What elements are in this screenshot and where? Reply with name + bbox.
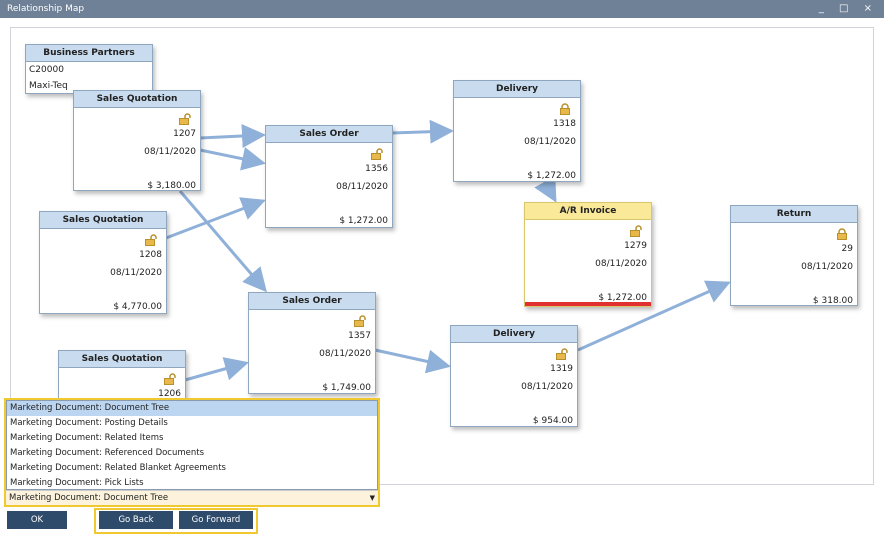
doc-amount: $ 3,180.00	[147, 181, 196, 191]
node-title: Delivery	[451, 326, 577, 343]
bp-code: C20000	[29, 65, 64, 75]
doc-date: 08/11/2020	[524, 137, 576, 147]
lock-closed-icon	[559, 103, 571, 115]
doc-date: 08/11/2020	[319, 349, 371, 359]
node-title: Sales Order	[266, 126, 392, 143]
node-title: Sales Quotation	[40, 212, 166, 229]
menu-item-pick-lists[interactable]: Marketing Document: Pick Lists	[10, 478, 144, 488]
doc-date: 08/11/2020	[144, 147, 196, 157]
go-forward-button[interactable]: Go Forward	[179, 511, 253, 529]
node-title: Delivery	[454, 81, 580, 98]
menu-item-related-items[interactable]: Marketing Document: Related Items	[10, 433, 164, 443]
lock-open-icon	[371, 148, 383, 160]
arrow-sq1206-so1357	[184, 357, 249, 382]
doc-amount: $ 1,272.00	[339, 216, 388, 226]
doc-amount: $ 954.00	[532, 416, 573, 426]
status-bar	[525, 302, 651, 306]
doc-date: 08/11/2020	[521, 382, 573, 392]
node-ret29[interactable]: Return 29 08/11/2020 $ 318.00	[730, 205, 858, 306]
lock-open-icon	[145, 234, 157, 246]
doc-date: 08/11/2020	[336, 182, 388, 192]
doc-number: 29	[841, 244, 853, 254]
chevron-down-icon[interactable]: ▼	[369, 494, 375, 502]
doc-date: 08/11/2020	[110, 268, 162, 278]
go-back-button[interactable]: Go Back	[99, 511, 173, 529]
arrow-sq1208-so1356	[165, 197, 266, 240]
node-dl1319[interactable]: Delivery 1319 08/11/2020 $ 954.00	[450, 325, 578, 427]
arrow-so1357-dl1319	[374, 348, 451, 374]
doc-number: 1319	[550, 364, 573, 374]
bp-name: Maxi-Teq	[29, 81, 68, 91]
doc-amount: $ 318.00	[812, 296, 853, 306]
doc-number: 1206	[158, 389, 181, 399]
node-inv1279[interactable]: A/R Invoice 1279 08/11/2020 $ 1,272.00	[524, 202, 652, 307]
node-dl1318[interactable]: Delivery 1318 08/11/2020 $ 1,272.00	[453, 80, 581, 182]
menu-item-related-blanket-agreements[interactable]: Marketing Document: Related Blanket Agre…	[10, 463, 226, 473]
doc-amount: $ 1,749.00	[322, 383, 371, 393]
doc-amount: $ 1,272.00	[598, 293, 647, 303]
node-sq1208[interactable]: Sales Quotation 1208 08/11/2020 $ 4,770.00	[39, 211, 167, 314]
node-sq1207[interactable]: Sales Quotation 1207 08/11/2020 $ 3,180.00	[73, 90, 201, 191]
doc-amount: $ 1,272.00	[527, 171, 576, 181]
menu-select[interactable]: Marketing Document: Document Tree ▼	[6, 490, 378, 505]
menu-item-posting-details[interactable]: Marketing Document: Posting Details	[10, 418, 168, 428]
lock-open-icon	[164, 373, 176, 385]
doc-date: 08/11/2020	[595, 259, 647, 269]
node-title: Sales Quotation	[59, 351, 185, 368]
arrow-dl1319-ret29	[577, 280, 731, 352]
lock-closed-icon	[836, 228, 848, 240]
node-so1357[interactable]: Sales Order 1357 08/11/2020 $ 1,749.00	[248, 292, 376, 394]
doc-date: 08/11/2020	[801, 262, 853, 272]
doc-amount: $ 4,770.00	[113, 302, 162, 312]
lock-open-icon	[354, 315, 366, 327]
ok-button[interactable]: OK	[7, 511, 67, 529]
node-title: A/R Invoice	[525, 203, 651, 220]
window-title: Relationship Map	[7, 4, 85, 14]
doc-number: 1318	[553, 119, 576, 129]
doc-number: 1357	[348, 331, 371, 341]
node-title: Sales Order	[249, 293, 375, 310]
menu-list[interactable]: Marketing Document: Document Tree Market…	[6, 400, 378, 490]
node-title: Business Partners	[26, 45, 152, 62]
navigation-highlight	[94, 508, 258, 534]
lock-open-icon	[179, 113, 191, 125]
node-title: Sales Quotation	[74, 91, 200, 108]
document-menu[interactable]: Marketing Document: Document Tree Market…	[4, 398, 380, 507]
doc-number: 1356	[365, 164, 388, 174]
menu-item-referenced-documents[interactable]: Marketing Document: Referenced Documents	[10, 448, 205, 458]
arrow-so1356-dl1318	[391, 119, 454, 144]
menu-selected-value: Marketing Document: Document Tree	[9, 493, 169, 503]
doc-number: 1208	[139, 250, 162, 260]
arrow-sq1207-so1356	[199, 124, 266, 148]
node-title: Return	[731, 206, 857, 223]
arrow-sq1207-so1356b	[199, 147, 266, 171]
node-so1356[interactable]: Sales Order 1356 08/11/2020 $ 1,272.00	[265, 125, 393, 228]
doc-number: 1279	[624, 241, 647, 251]
lock-open-icon	[630, 225, 642, 237]
menu-item-document-tree[interactable]: Marketing Document: Document Tree	[7, 401, 377, 416]
title-bar: Relationship Map _ □ ×	[0, 0, 884, 18]
arrow-dl1318-inv1279	[534, 175, 557, 203]
arrow-sq1207-so1357	[178, 190, 267, 293]
business-partner-node[interactable]: Business Partners C20000 Maxi-Teq	[25, 44, 153, 94]
doc-number: 1207	[173, 129, 196, 139]
lock-open-icon	[556, 348, 568, 360]
window-controls[interactable]: _ □ ×	[818, 3, 878, 14]
